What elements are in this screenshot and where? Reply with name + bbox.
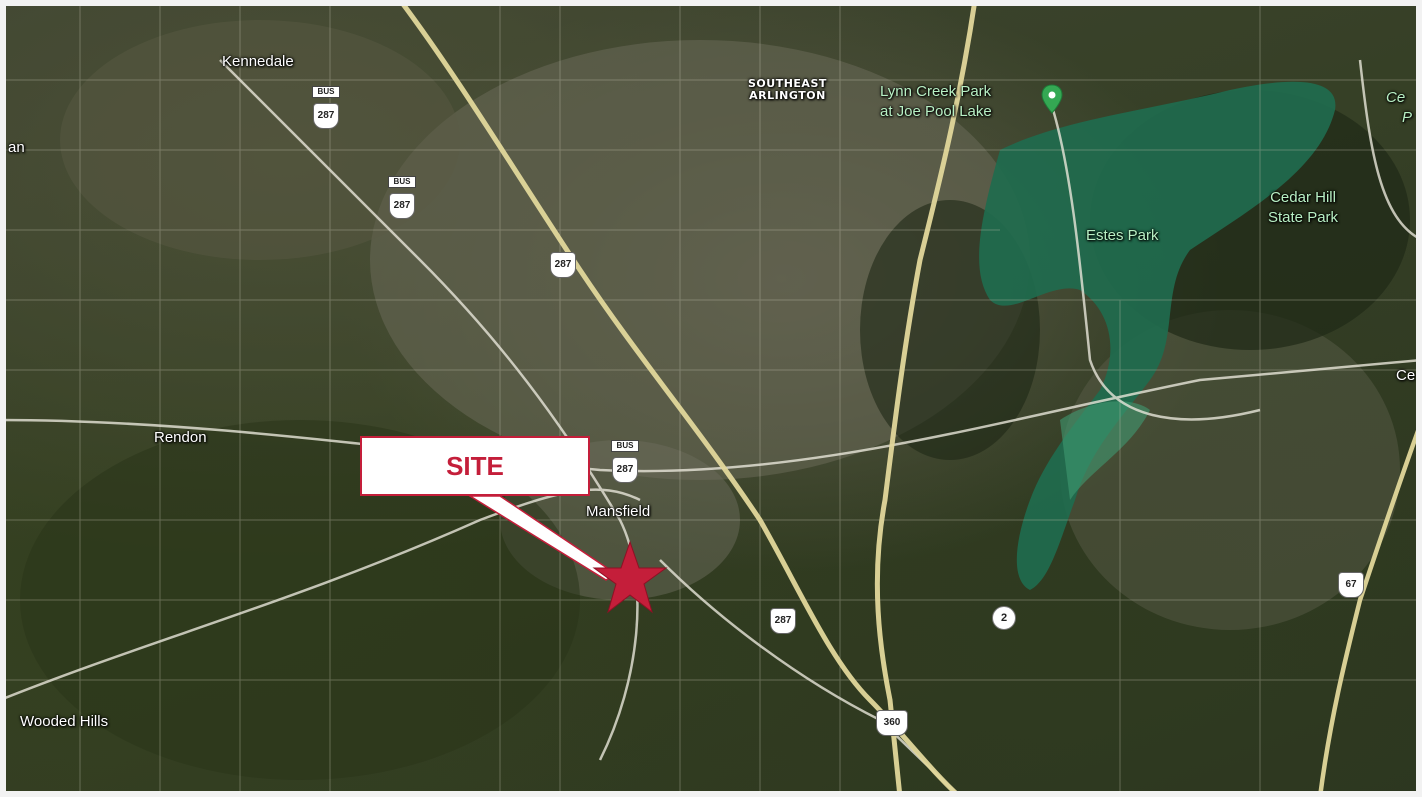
freeway-tx360 xyxy=(874,0,978,797)
lake-shallow-area xyxy=(1060,401,1150,500)
bus-route-tag: BUS xyxy=(388,176,416,188)
route-shield-us287[interactable]: 287 xyxy=(550,252,576,278)
place-label-lynn-creek-park[interactable]: Lynn Creek Park at Joe Pool Lake xyxy=(880,82,992,122)
place-label-cedar-hill-state-park[interactable]: Cedar Hill State Park xyxy=(1268,188,1338,228)
star-icon[interactable] xyxy=(592,540,668,616)
route-shield-us67[interactable]: 67 xyxy=(1338,572,1364,598)
cedar-hill-line1: Cedar Hill xyxy=(1270,189,1336,206)
freeway-us287 xyxy=(397,0,962,797)
woodland-southwest xyxy=(20,420,580,780)
bus-route-tag: BUS xyxy=(312,86,340,98)
site-callout[interactable]: SITE xyxy=(360,436,590,496)
place-label-partial-ce-top[interactable]: Ce xyxy=(1386,89,1406,106)
lynn-creek-line2: at Joe Pool Lake xyxy=(880,103,992,120)
route-shield-tx360[interactable]: 360 xyxy=(876,710,908,736)
site-callout-label: SITE xyxy=(446,450,504,481)
southeast-arlington-line1: SOUTHEAST xyxy=(748,77,827,90)
route-shield-us287[interactable]: 287 xyxy=(770,608,796,634)
freeway-us67 xyxy=(1317,419,1422,797)
place-label-kennedale[interactable]: Kennedale xyxy=(222,53,294,70)
route-shield-us287-bus[interactable]: 287 xyxy=(389,193,415,219)
route-shield-us287-bus[interactable]: 287 xyxy=(313,103,339,129)
route-shield-fm2[interactable]: 2 xyxy=(992,606,1016,630)
place-label-southeast-arlington[interactable]: SOUTHEAST ARLINGTON xyxy=(748,78,827,102)
place-label-partial-ce-right[interactable]: Ce xyxy=(1396,367,1416,384)
place-label-partial-p[interactable]: P xyxy=(1402,109,1413,126)
route-shield-us287-bus[interactable]: 287 xyxy=(612,457,638,483)
place-label-partial-left[interactable]: an xyxy=(8,139,25,156)
place-label-mansfield[interactable]: Mansfield xyxy=(586,503,651,520)
map-pin-icon[interactable] xyxy=(1040,84,1064,114)
arterial-roads xyxy=(0,59,1422,797)
place-label-rendon[interactable]: Rendon xyxy=(154,429,207,446)
southeast-arlington-line2: ARLINGTON xyxy=(749,89,826,102)
place-label-estes-park[interactable]: Estes Park xyxy=(1086,227,1159,244)
cedar-hill-line2: State Park xyxy=(1268,209,1339,226)
place-label-wooded-hills[interactable]: Wooded Hills xyxy=(20,713,109,730)
urban-area-cedar-hill xyxy=(1060,310,1400,630)
bus-route-tag: BUS xyxy=(611,440,639,452)
lynn-creek-line1: Lynn Creek Park xyxy=(880,83,992,100)
